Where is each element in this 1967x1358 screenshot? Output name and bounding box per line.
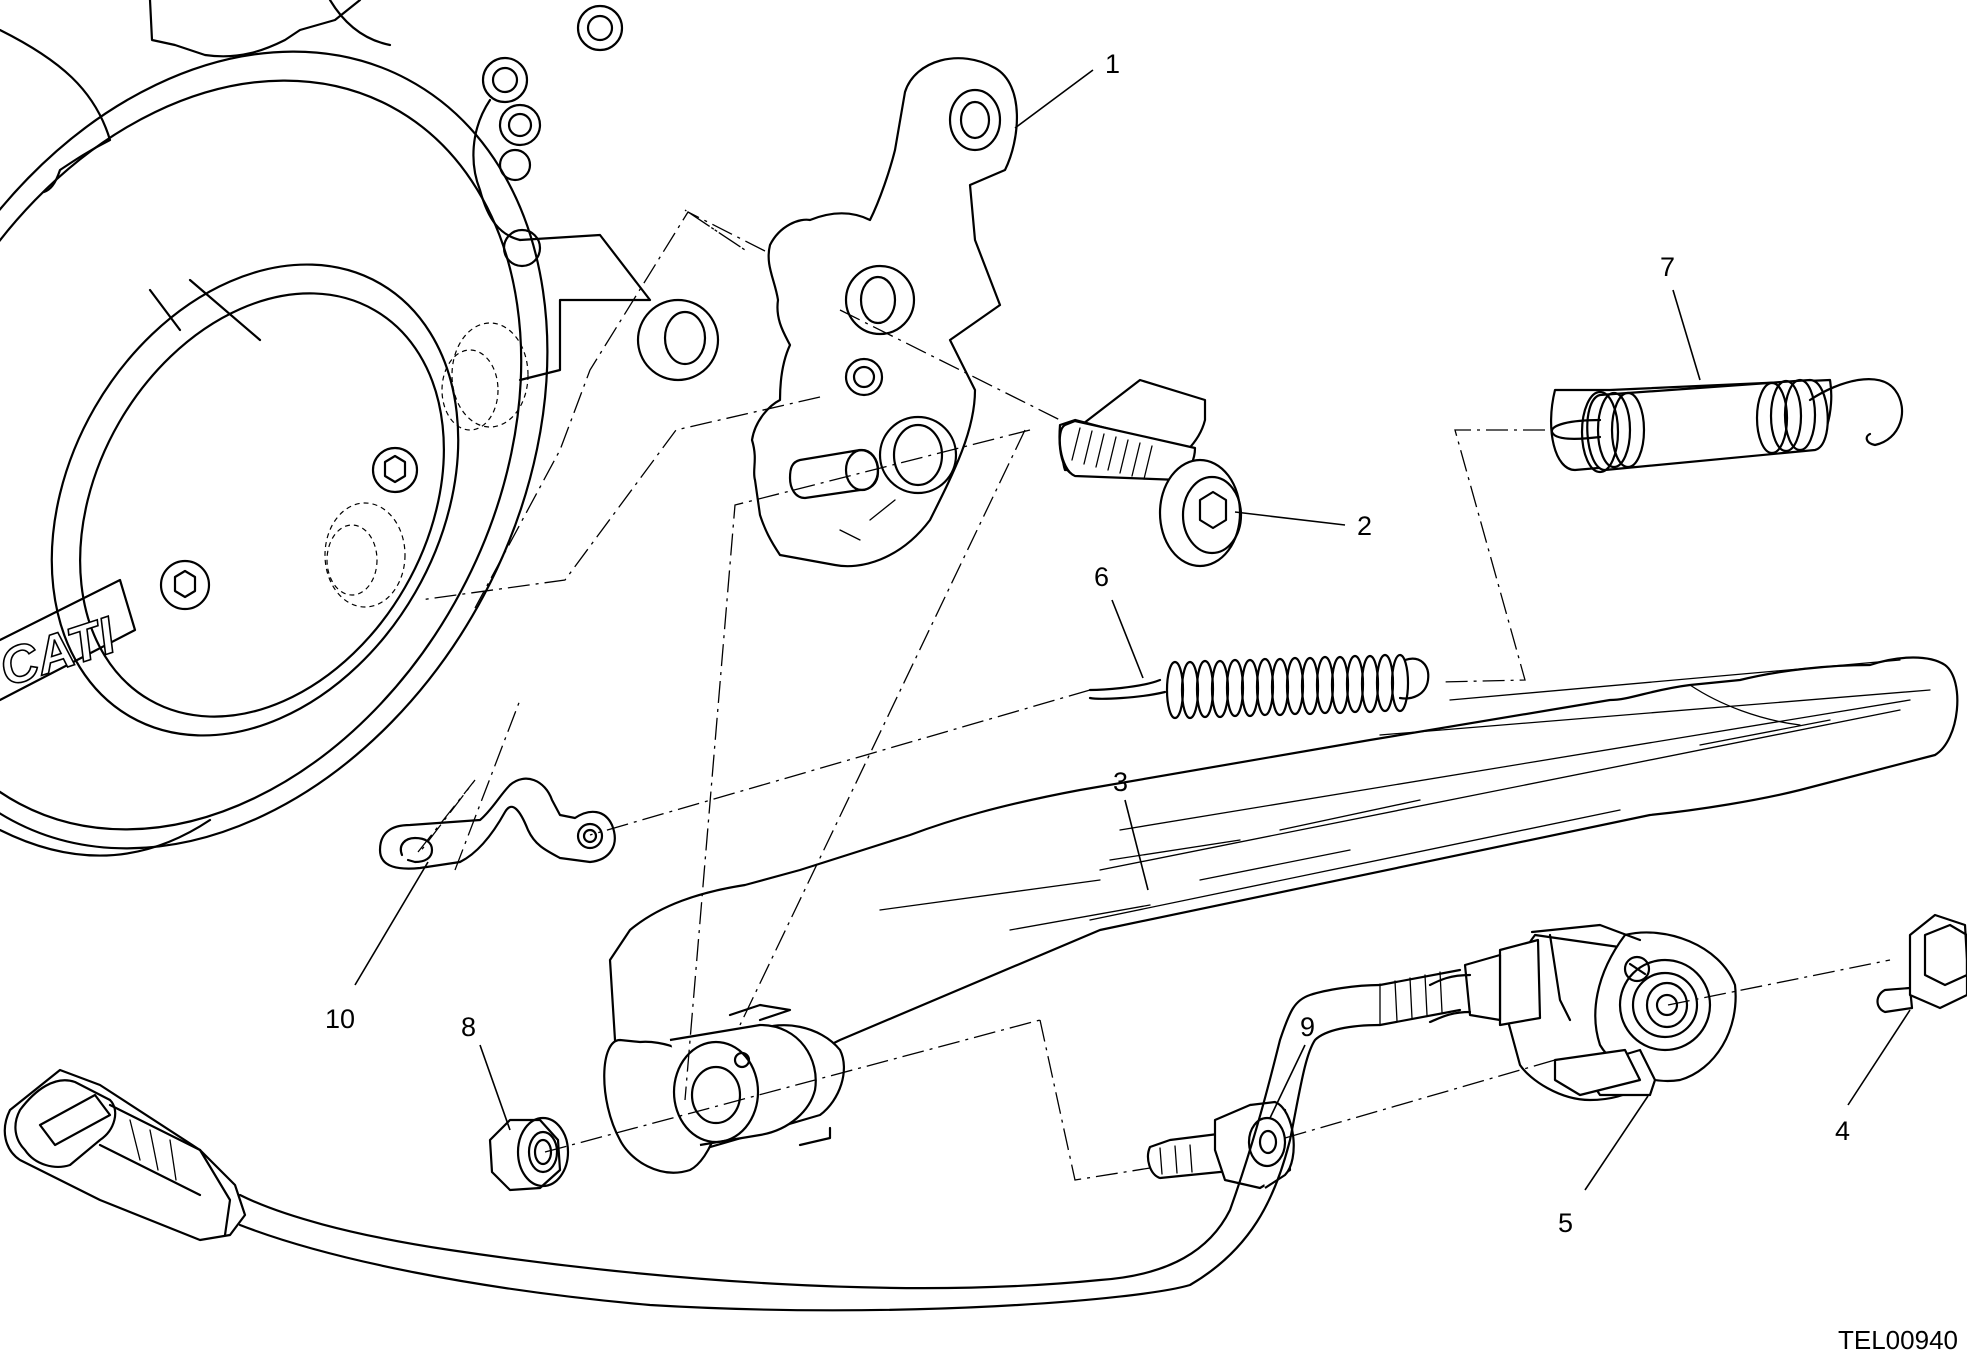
leader-lines — [354, 69, 1911, 1191]
part-3-side-stand — [603, 656, 1959, 1174]
callout-6: 6 — [1094, 562, 1109, 592]
part-8-nut — [488, 1116, 570, 1192]
part-2-bolt — [1058, 378, 1243, 568]
callout-4: 4 — [1835, 1116, 1850, 1146]
callout-3: 3 — [1113, 767, 1128, 797]
callout-9: 9 — [1300, 1012, 1315, 1042]
part-10-plate — [378, 777, 616, 870]
part-1-bracket — [750, 57, 1018, 568]
drawing-code: TEL00940 — [1838, 1325, 1958, 1355]
wiring-connector-icon — [3, 1068, 247, 1242]
callout-5: 5 — [1558, 1208, 1573, 1238]
callout-7: 7 — [1660, 252, 1675, 282]
cover-screw-icon — [159, 559, 211, 611]
callout-8: 8 — [461, 1012, 476, 1042]
part-5-sensor — [238, 923, 1737, 1312]
assembly-lines — [417, 209, 1891, 1181]
part-4-screw — [1876, 913, 1967, 1014]
part-6-spring — [1088, 653, 1430, 720]
callout-10: 10 — [325, 1004, 355, 1034]
engine-brand-text: CATI — [0, 606, 124, 698]
cover-screw-icon — [371, 446, 419, 494]
part-7-spring — [1549, 378, 1904, 474]
callout-2: 2 — [1357, 511, 1372, 541]
callout-labels: 1 2 3 4 5 6 7 8 9 10 — [325, 49, 1850, 1238]
callout-1: 1 — [1105, 49, 1120, 79]
